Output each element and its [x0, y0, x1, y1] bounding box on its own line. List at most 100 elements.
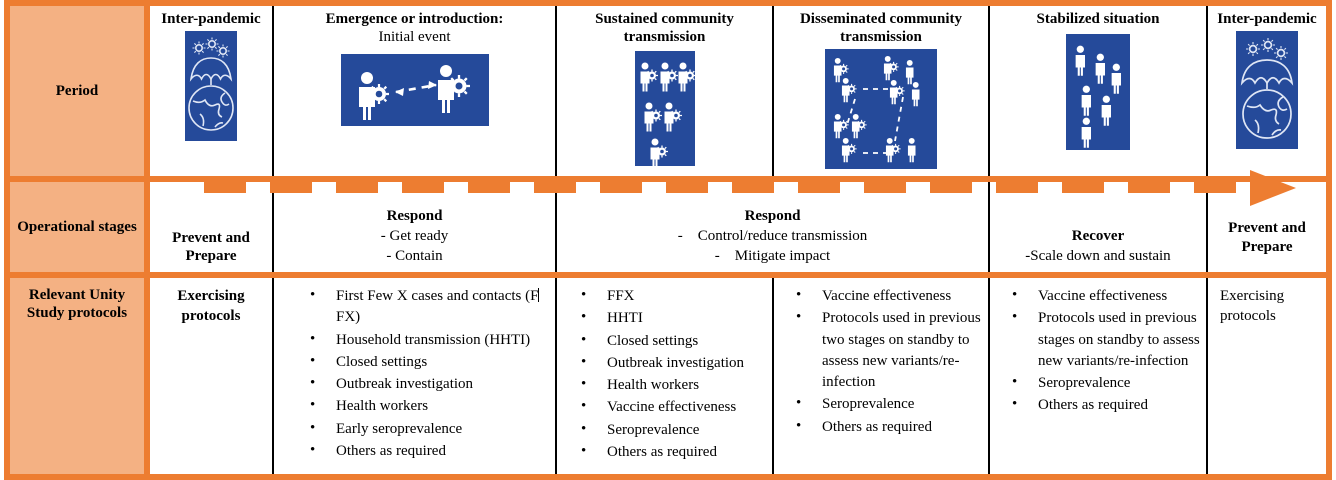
list-item: Others as required [796, 416, 982, 438]
frame-left-border [4, 0, 10, 480]
list-item: Others as required [581, 441, 766, 463]
period-cell-disseminated-transmission: Disseminated community transmission [774, 6, 988, 176]
period-title-text: Inter-pandemic [161, 11, 261, 27]
ops-subline: - Contain [386, 247, 443, 264]
row-header-protocols: Relevant Unity Study protocols [10, 278, 144, 474]
divider-r2-c3 [555, 182, 557, 272]
list-item: Closed settings [310, 351, 549, 373]
period-subtitle-text: Initial event [378, 29, 451, 45]
people-network-virus-spread-icon [825, 49, 937, 169]
protocol-plain-text: Exercising protocols [177, 288, 245, 325]
ops-title: Respond [744, 207, 801, 224]
ops-title: Recover [1071, 228, 1125, 244]
two-people-virus-transmission-arrow-icon [340, 54, 489, 126]
list-item: First Few X cases and contacts (FFX) [310, 285, 549, 329]
period-title: Inter-pandemic [157, 10, 264, 28]
list-item: Others as required [310, 440, 549, 462]
list-item: Vaccine effectiveness [796, 285, 982, 307]
period-title-text: Sustained community transmission [595, 11, 734, 45]
six-people-with-virus-icon [634, 51, 696, 168]
list-item: Outbreak investigation [310, 373, 549, 395]
divider-r3-c4 [772, 278, 774, 474]
ops-cell-respond-mid: Respond - Control/reduce transmission - … [557, 182, 988, 272]
ops-title: Prevent and Prepare [172, 229, 250, 265]
list-item: HHTI [581, 307, 766, 329]
list-item: Seroprevalence [581, 419, 766, 441]
period-title-text: Disseminated community transmission [799, 11, 963, 45]
divider-r1-c2 [272, 6, 274, 176]
protocol-list: Vaccine effectiveness Protocols used in … [996, 285, 1200, 417]
row-header-period: Period [10, 6, 144, 176]
period-title: Stabilized situation [1033, 10, 1164, 28]
protocol-cell-1: Exercising protocols [150, 278, 272, 474]
divider-r3-c6 [1206, 278, 1208, 474]
protocol-list: Vaccine effectiveness Protocols used in … [780, 285, 982, 438]
protocol-cell-4: Vaccine effectiveness Protocols used in … [774, 278, 988, 474]
ops-cell-respond-early: Respond - Get ready - Contain [274, 182, 555, 272]
period-title-text: Emergence or introduction: [325, 11, 504, 27]
period-title-text: Stabilized situation [1036, 11, 1160, 27]
header-column-divider [144, 0, 150, 480]
frame-right-border [1326, 0, 1332, 480]
dashed-progression-arrow [150, 170, 1326, 206]
ops-title: Prevent and Prepare [1228, 220, 1306, 255]
list-item: FFX [581, 285, 766, 307]
umbrella-over-globe-with-virus-icon [185, 31, 237, 141]
divider-r1-c6 [1206, 6, 1208, 176]
ops-cell-prevent-prepare-start: Prevent and Prepare [150, 182, 272, 272]
ops-cell-recover: Recover -Scale down and sustain [990, 182, 1206, 272]
frame-bottom-border [4, 474, 1332, 480]
period-cell-emergence: Emergence or introduction: Initial event [274, 6, 555, 176]
list-item: Closed settings [581, 330, 766, 352]
ops-subline: - Get ready [380, 227, 449, 244]
period-title: Disseminated community transmission [774, 10, 988, 46]
period-cell-sustained-transmission: Sustained community transmission [557, 6, 772, 176]
protocol-list: First Few X cases and contacts (FFX) Hou… [280, 285, 549, 462]
divider-r2-c2 [272, 182, 274, 272]
text-cursor-artifact [538, 288, 540, 302]
period-title: Emergence or introduction: Initial event [322, 10, 508, 46]
row-header-protocols-label: Relevant Unity Study protocols [26, 287, 128, 322]
period-title: Inter-pandemic [1213, 10, 1320, 28]
list-item: Vaccine effectiveness [581, 396, 766, 418]
list-item: Early seroprevalence [310, 418, 549, 440]
protocol-plain-text: Exercising protocols [1220, 288, 1285, 325]
six-people-no-virus-icon [1066, 34, 1130, 150]
list-item: Seroprevalence [796, 393, 982, 415]
ops-title: Respond [386, 207, 443, 224]
list-item: Health workers [581, 374, 766, 396]
row-header-operational-stages: Operational stages [10, 182, 144, 272]
divider-r1-c5 [988, 6, 990, 176]
arrow-head-icon [1250, 170, 1296, 206]
period-title: Sustained community transmission [557, 10, 772, 46]
row-header-operational-stages-label: Operational stages [17, 218, 137, 235]
list-item: Vaccine effectiveness [1012, 285, 1200, 307]
divider-r1-c3 [555, 6, 557, 176]
protocol-cell-5: Vaccine effectiveness Protocols used in … [990, 278, 1206, 474]
list-item: Outbreak investigation [581, 352, 766, 374]
list-item: Protocols used in previous stages on sta… [1012, 307, 1200, 372]
protocol-list: FFX HHTI Closed settings Outbreak invest… [563, 285, 766, 463]
list-item: Others as required [1012, 394, 1200, 416]
row-separator-1 [4, 176, 1332, 182]
protocol-cell-3: FFX HHTI Closed settings Outbreak invest… [557, 278, 772, 474]
list-item: Protocols used in previous two stages on… [796, 307, 982, 393]
divider-r2-c5 [988, 182, 990, 272]
period-cell-stabilized: Stabilized situation [990, 6, 1206, 176]
divider-r3-c3 [555, 278, 557, 474]
ops-subline: - Mitigate impact [714, 247, 831, 264]
list-item: Health workers [310, 395, 549, 417]
list-item-text: First Few X cases and contacts (FFX) [336, 288, 540, 326]
list-item: Seroprevalence [1012, 372, 1200, 394]
protocol-cell-6: Exercising protocols [1208, 278, 1326, 474]
row-header-period-label: Period [55, 82, 99, 99]
divider-r2-c6 [1206, 182, 1208, 272]
period-cell-inter-pandemic-start: Inter-pandemic [150, 6, 272, 176]
divider-r3-c5 [988, 278, 990, 474]
protocol-cell-2: First Few X cases and contacts (FFX) Hou… [274, 278, 555, 474]
divider-r1-c4 [772, 6, 774, 176]
list-item: Household transmission (HHTI) [310, 329, 549, 351]
ops-cell-prevent-prepare-end: Prevent and Prepare [1208, 182, 1326, 272]
ops-subline: -Scale down and sustain [1025, 247, 1171, 264]
